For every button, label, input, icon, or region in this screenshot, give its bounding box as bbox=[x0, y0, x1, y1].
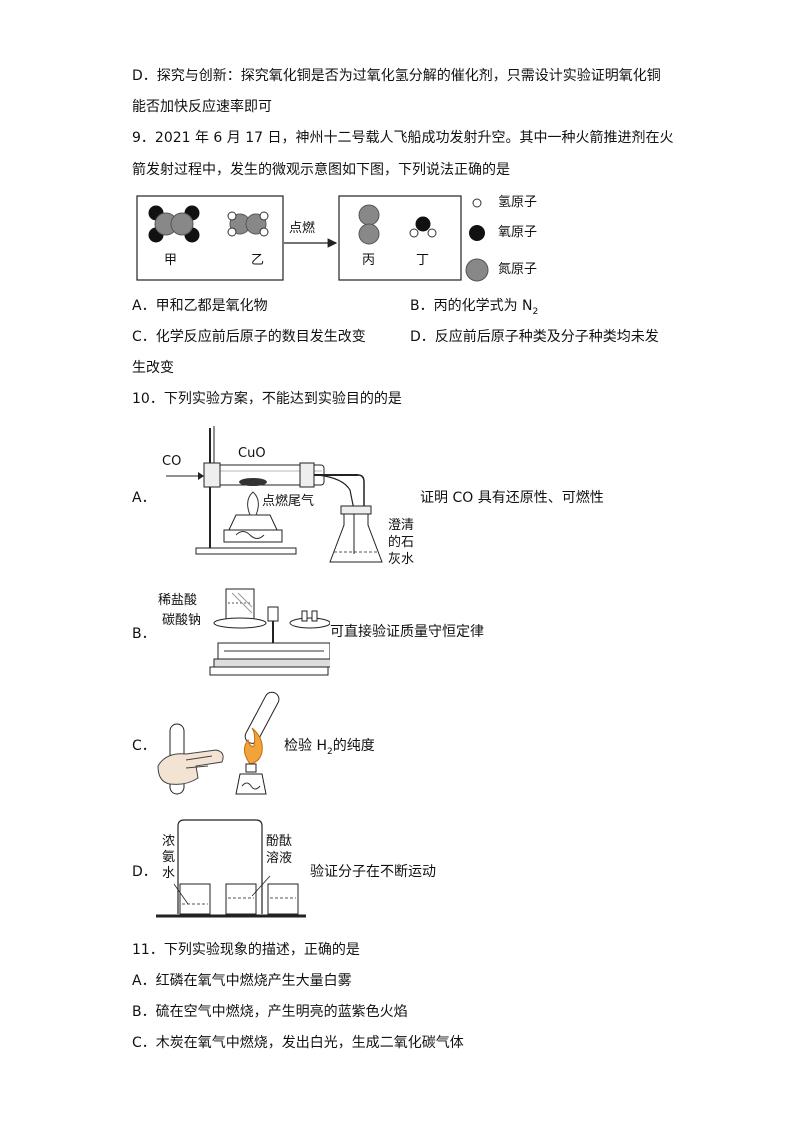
reaction-diagram-svg bbox=[136, 195, 489, 282]
q10-a-text: 证明 CO 具有还原性、可燃性 bbox=[420, 490, 604, 506]
q10-c-text: 检验 H2的纯度 bbox=[284, 738, 375, 757]
q11-stem: 11．下列实验现象的描述，正确的是 bbox=[132, 942, 360, 958]
q9-stem-line2: 箭发射过程中，发生的微观示意图如下图，下列说法正确的是 bbox=[132, 162, 510, 178]
balance-apparatus-svg bbox=[209, 588, 330, 676]
q8-option-d-line2: 能否加快反应速率即可 bbox=[132, 99, 272, 115]
q11-option-b: B．硫在空气中燃烧，产生明亮的蓝紫色火焰 bbox=[132, 1004, 408, 1020]
molecular-motion-svg bbox=[156, 819, 306, 918]
q10-d-apparatus: 浓氨水 酚酞 溶液 bbox=[156, 818, 306, 922]
label-ding: 丁 bbox=[416, 253, 430, 268]
label-jia: 甲 bbox=[164, 253, 178, 268]
molecule-bing bbox=[358, 204, 380, 245]
label-conc-ammonia: 浓氨水 bbox=[162, 834, 176, 881]
q10-a-apparatus: CO CuO 点燃尾气 澄清 的石 灰水 bbox=[158, 420, 420, 572]
label-phenolphthalein-1: 酚酞 bbox=[266, 834, 293, 849]
q10-b-text: 可直接验证质量守恒定律 bbox=[330, 624, 484, 640]
q10-c-letter: C． bbox=[132, 738, 156, 754]
legend-symbols bbox=[465, 198, 489, 282]
label-yi: 乙 bbox=[251, 253, 265, 268]
q9-option-a: A．甲和乙都是氧化物 bbox=[132, 298, 268, 314]
label-limewater-3: 灰水 bbox=[388, 552, 415, 567]
q10-a-letter: A． bbox=[132, 490, 156, 506]
q10-b-letter: B． bbox=[132, 626, 156, 642]
legend-oxygen: 氧原子 bbox=[498, 225, 538, 240]
q10-b-apparatus: 稀盐酸 碳酸钠 bbox=[158, 585, 330, 681]
legend-hydrogen: 氢原子 bbox=[498, 195, 538, 210]
q9-reaction-diagram: 甲 乙 点燃 丙 丁 氢原子 氧原子 氮原子 bbox=[136, 195, 556, 285]
h2-purity-test-svg bbox=[157, 691, 280, 795]
q8-option-d-line1: D．探究与创新：探究氧化铜是否为过氧化氢分解的催化剂，只需设计实验证明氧化铜 bbox=[132, 68, 661, 84]
label-co-inlet: CO bbox=[162, 454, 182, 469]
q10-stem: 10．下列实验方案，不能达到实验目的的是 bbox=[132, 391, 402, 407]
arrow-label-ignite: 点燃 bbox=[289, 221, 316, 236]
molecule-jia bbox=[148, 205, 200, 243]
co-reduction-apparatus-svg bbox=[166, 426, 383, 563]
label-dilute-hcl: 稀盐酸 bbox=[158, 593, 198, 608]
label-phenolphthalein-2: 溶液 bbox=[266, 851, 293, 866]
q9-option-c: C．化学反应前后原子的数目发生改变 bbox=[132, 329, 366, 345]
q11-option-c: C．木炭在氧气中燃烧，发出白光，生成二氧化碳气体 bbox=[132, 1035, 464, 1051]
label-bing: 丙 bbox=[362, 253, 376, 268]
q9-option-b: B．丙的化学式为 N2 bbox=[410, 298, 539, 317]
label-limewater-1: 澄清 bbox=[388, 518, 415, 533]
molecule-ding bbox=[409, 216, 437, 238]
q9-stem-line1: 9．2021 年 6 月 17 日，神州十二号载人飞船成功发射升空。其中一种火箭… bbox=[132, 130, 674, 146]
legend-nitrogen: 氮原子 bbox=[498, 262, 538, 277]
q11-option-a: A．红磷在氧气中燃烧产生大量白雾 bbox=[132, 973, 352, 989]
label-cuo: CuO bbox=[238, 446, 266, 461]
q9-option-d-line2: 生改变 bbox=[132, 360, 174, 376]
molecule-yi bbox=[227, 211, 269, 237]
label-burn-tail-gas: 点燃尾气 bbox=[262, 494, 315, 509]
q10-c-apparatus bbox=[156, 690, 282, 802]
label-limewater-2: 的石 bbox=[388, 535, 415, 550]
q9-option-d-line1: D．反应前后原子种类及分子种类均未发 bbox=[410, 329, 659, 345]
q10-d-letter: D． bbox=[132, 864, 157, 880]
label-sodium-carbonate: 碳酸钠 bbox=[162, 613, 202, 628]
q10-d-text: 验证分子在不断运动 bbox=[310, 864, 436, 880]
